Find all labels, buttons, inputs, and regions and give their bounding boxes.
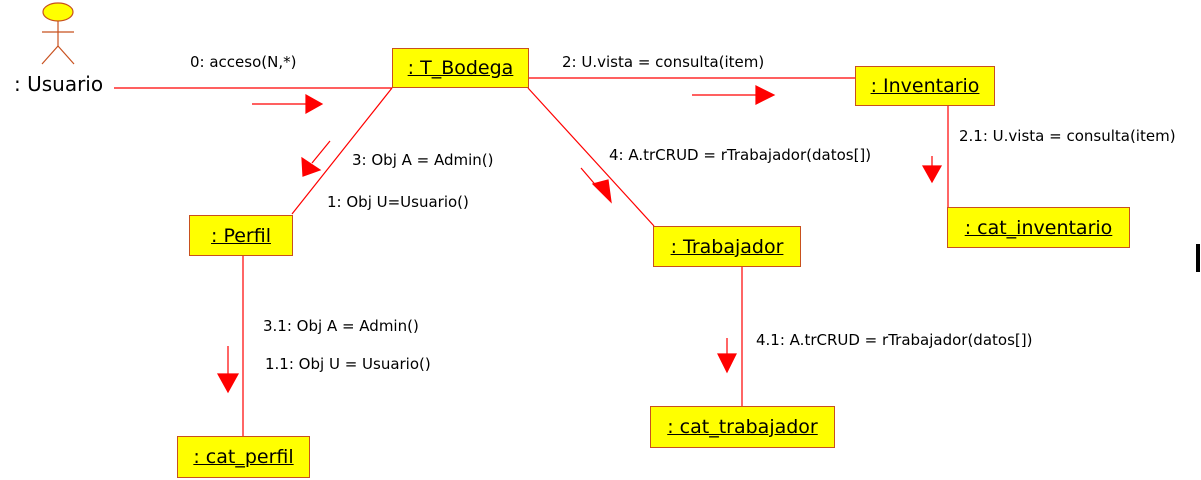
arrow-msg-1-3 bbox=[301, 140, 331, 177]
link-tbodega-trabajador bbox=[527, 87, 655, 227]
actor-head bbox=[42, 2, 74, 22]
message-4-1: 4.1: A.trCRUD = rTrabajador(datos[]) bbox=[756, 331, 1033, 349]
object-inventario[interactable]: : Inventario bbox=[855, 66, 995, 106]
object-cat-trabajador[interactable]: : cat_trabajador bbox=[650, 406, 835, 448]
message-1-1: 1.1: Obj U = Usuario() bbox=[265, 355, 431, 373]
arrow-msg-4-1 bbox=[717, 338, 737, 374]
arrow-msg-0 bbox=[252, 93, 324, 115]
object-cat-perfil[interactable]: : cat_perfil bbox=[177, 436, 310, 478]
message-1: 1: Obj U=Usuario() bbox=[327, 193, 469, 211]
object-t-bodega[interactable]: : T_Bodega bbox=[392, 48, 529, 88]
window-edge-marker bbox=[1196, 244, 1200, 272]
actor-label: : Usuario bbox=[14, 72, 104, 96]
message-3: 3: Obj A = Admin() bbox=[352, 151, 494, 169]
actor-right-leg bbox=[57, 45, 75, 65]
object-trabajador[interactable]: : Trabajador bbox=[653, 226, 801, 267]
actor-stick-figure-icon bbox=[41, 2, 75, 65]
message-2-1: 2.1: U.vista = consulta(item) bbox=[959, 127, 1176, 145]
message-0: 0: acceso(N,*) bbox=[190, 53, 297, 71]
arrow-msg-2 bbox=[692, 85, 776, 105]
link-tbodega-perfil bbox=[291, 87, 393, 215]
object-cat-inventario[interactable]: : cat_inventario bbox=[947, 207, 1130, 248]
arrow-msg-2-1 bbox=[921, 156, 943, 184]
arrow-msg-1-1-3-1 bbox=[216, 346, 240, 394]
message-3-1: 3.1: Obj A = Admin() bbox=[263, 317, 419, 335]
actor-left-leg bbox=[41, 45, 59, 65]
message-2: 2: U.vista = consulta(item) bbox=[562, 53, 765, 71]
arrow-msg-4 bbox=[580, 167, 612, 204]
message-4: 4: A.trCRUD = rTrabajador(datos[]) bbox=[609, 146, 872, 164]
object-perfil[interactable]: : Perfil bbox=[189, 215, 293, 256]
